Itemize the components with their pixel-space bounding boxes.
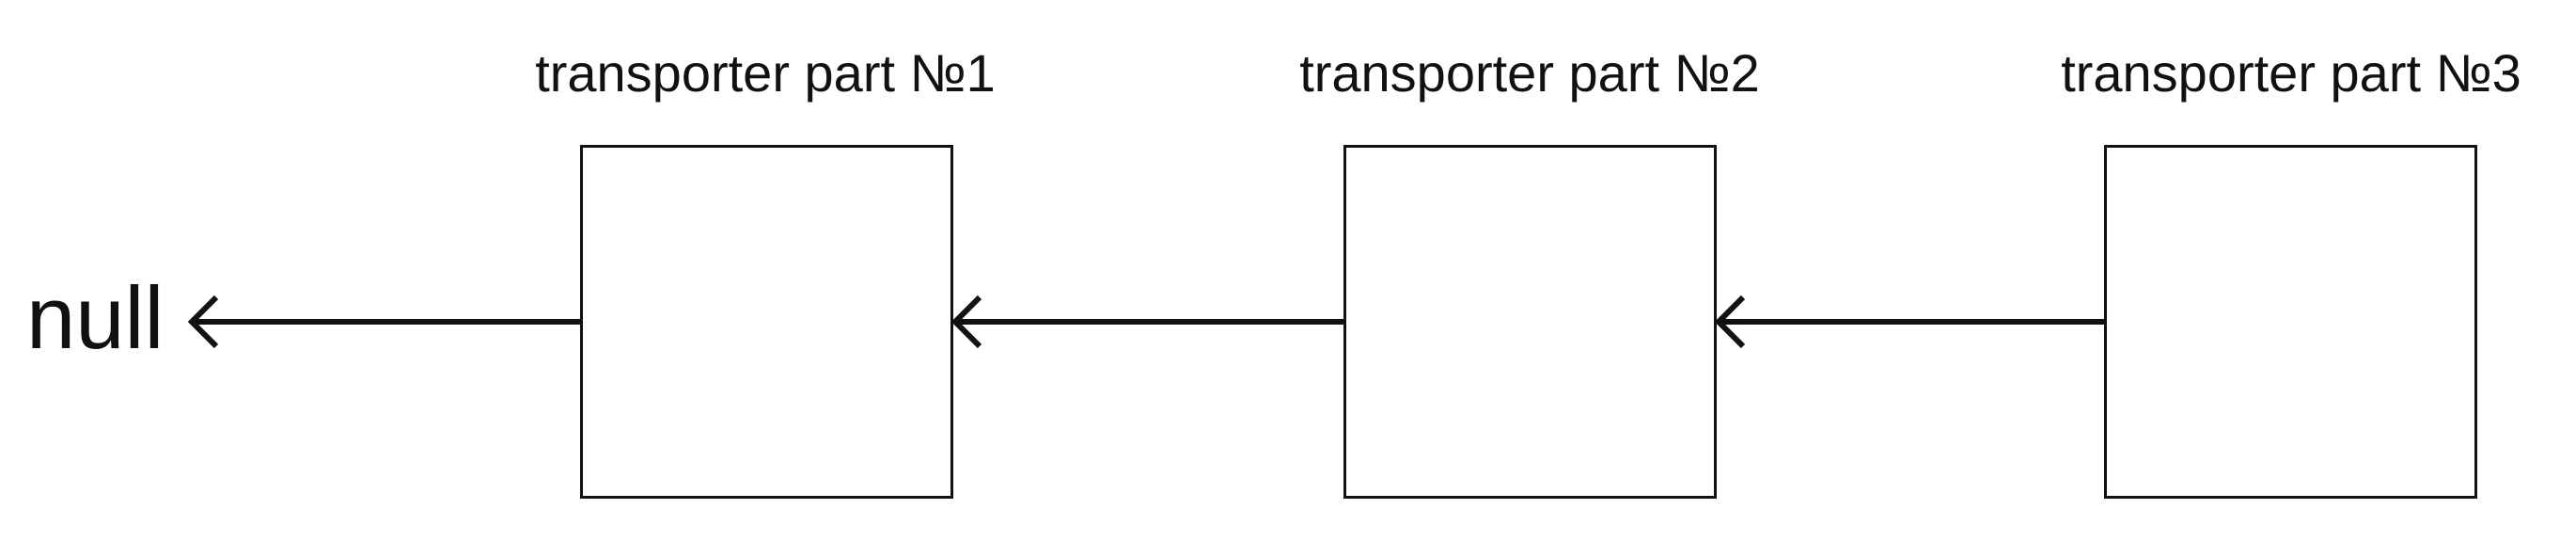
part-2-node — [1343, 145, 1717, 499]
part-1-node — [580, 145, 953, 499]
part-1-label: transporter part №1 — [535, 43, 996, 103]
arrow-part-2-to-part-1 — [950, 294, 1343, 349]
part-2-label: transporter part №2 — [1299, 43, 1760, 103]
null-terminator-label: null — [26, 268, 165, 367]
part-3-label: transporter part №3 — [2061, 43, 2521, 103]
arrow-part-3-to-part-2 — [1714, 294, 2104, 349]
arrow-part-1-to-null — [187, 294, 580, 349]
part-3-node — [2104, 145, 2477, 499]
